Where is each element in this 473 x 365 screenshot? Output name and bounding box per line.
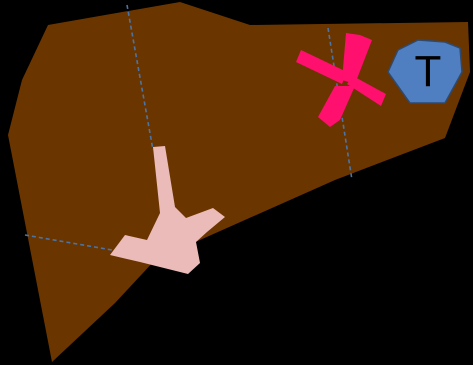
tumor-label: T bbox=[415, 47, 442, 96]
